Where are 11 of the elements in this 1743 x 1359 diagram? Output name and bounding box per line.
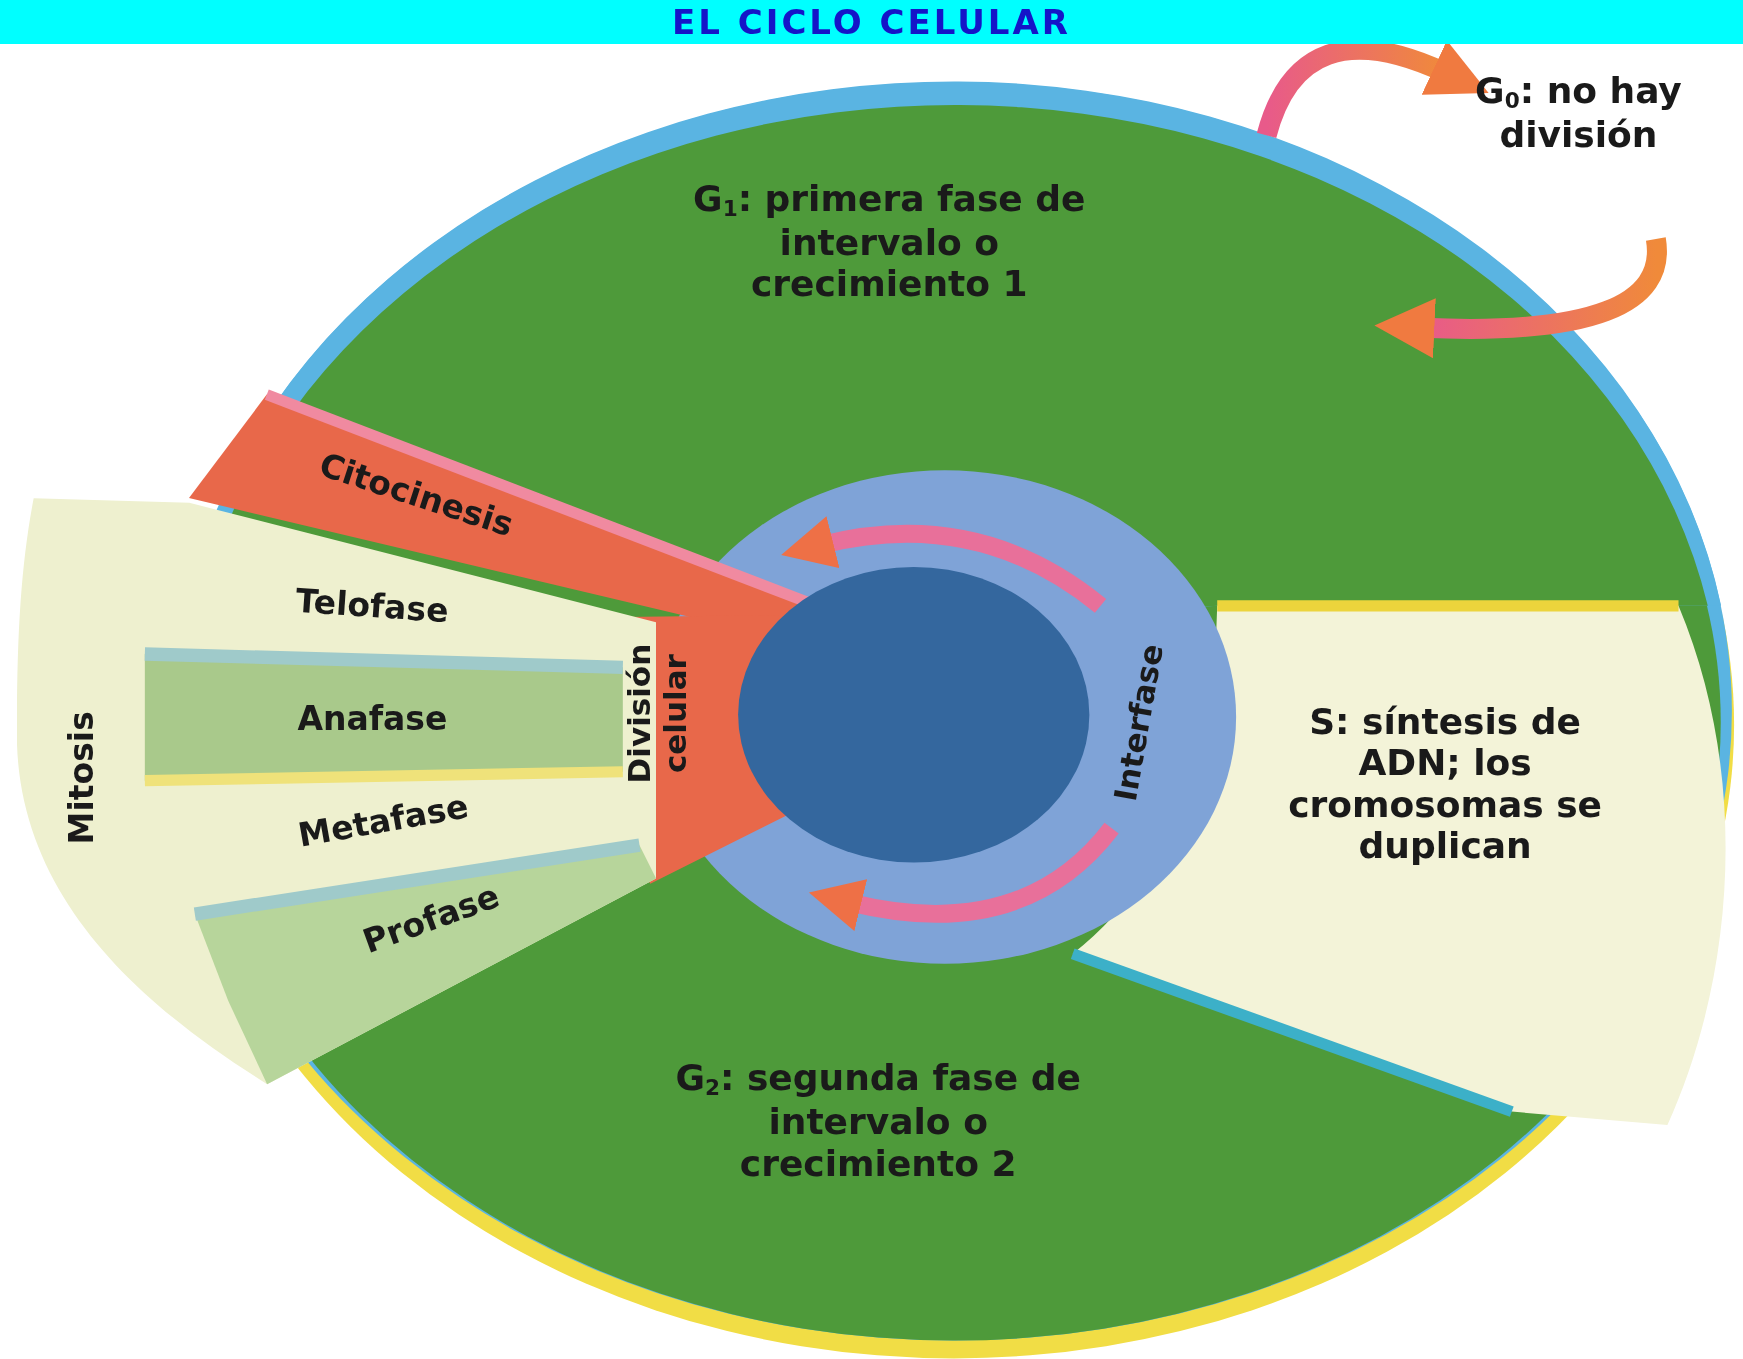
phase-label: Interfase [1108,641,1171,804]
phase-label: División celular [622,642,694,786]
phase-label: G$_{0}$: no hay división [1474,70,1683,156]
phase-label: Mitosis [63,710,103,847]
phase-label: Metafase [295,786,472,854]
phase-label: Telofase [294,581,451,631]
title: EL CICLO CELULAR [672,5,1071,39]
phase-label: Anafase [297,700,448,739]
phase-label: G$_{2}$: segunda fase de intervalo o crecimiento 2 [674,1057,1082,1184]
phase-label: S: síntesis de ADN; los cromosomas se duplican [1287,700,1603,867]
phase-label: G$_{1}$: primera fase de intervalo o crecimiento 1 [692,177,1087,305]
